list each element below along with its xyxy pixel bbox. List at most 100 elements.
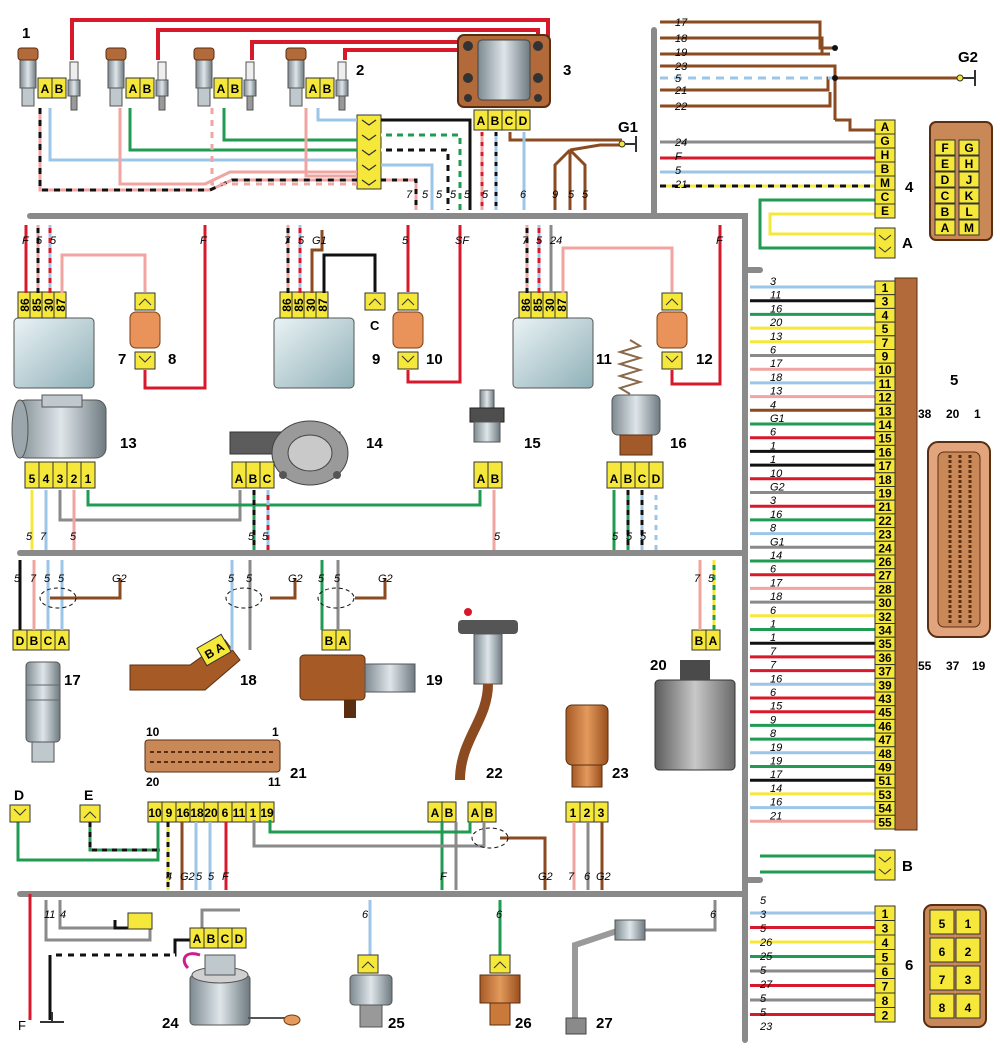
label-d: D [14,787,24,803]
maf-pin-3: 3 [57,472,64,486]
top-bus-wire-label: 5 [568,189,575,201]
label-b: B [902,858,913,875]
connector5-pin-26: 26 [878,555,892,569]
connector6-plug-box [929,965,955,991]
label-25: 25 [388,1015,405,1032]
connector5-wire-label: 16 [770,797,783,809]
oil-pressure-sensor [349,974,393,1028]
connector4-plug-pin-L: L [965,205,972,219]
shield-loop-22 [471,827,509,849]
connector5-pin-34: 34 [878,624,892,638]
tps-pin-B: B [249,472,258,486]
connector6-plug-box [955,937,981,963]
top-bus-wire-label: 5 [482,189,489,201]
conn21-num-10: 10 [146,725,160,739]
connector6-plug-box [929,909,955,935]
diag-pin-16: 16 [176,806,190,820]
top-bus-wire-label: 9 [552,189,558,201]
diag-pin-19: 19 [260,806,274,820]
label-18: 18 [240,672,257,689]
connector4-pin-H: H [881,148,890,162]
mid-bus-wire-label: 7 [40,531,47,543]
fuse-12 [656,292,688,370]
mid-bus-wire-label: 5 [262,531,269,543]
connector6-pin-7: 7 [882,980,889,994]
relay7-pin-87: 87 [54,298,68,312]
top-bus-wire-label: 5 [450,189,457,201]
label-9: 9 [372,351,380,368]
injector4-pin-box [319,77,335,99]
ckp-wire-label: 5 [334,573,341,585]
label-1: 1 [22,25,30,42]
connector6-wire-label: 5 [760,923,767,935]
label-2: 2 [356,62,364,79]
spark-plug [243,61,257,111]
relay7-wire-label: 5 [36,235,43,247]
relay11-pin-85: 85 [531,298,545,312]
injector2-pin-box [139,77,155,99]
connector5-wire-label: 16 [770,673,783,685]
bottom-wire-label: 6 [710,909,717,921]
speed-sensor-22 [455,608,518,781]
connector6-wire-label: 25 [759,951,773,963]
diag-pin-9: 9 [166,806,173,820]
connector4-plug-box [934,219,956,236]
coolant-temp-gauge-sensor [479,974,521,1026]
ground-bottom [40,1012,64,1023]
injector3-pin-box [227,77,243,99]
vss22b-pin-B: B [485,806,494,820]
connector5-wire-label: 6 [770,345,777,357]
connector5-wire-label: 8 [770,523,777,535]
iac-pin-C: C [638,472,647,486]
connector6-plug-pin-2: 2 [965,945,972,959]
top-bus-wire-label: 5 [422,189,429,201]
relay11-wire-label: 7 [522,235,529,247]
injector3-pin-A: A [217,82,226,96]
connector5-wire-label: 13 [770,386,783,398]
connector4-plug-pin-F: F [941,141,948,155]
connector5-wire-label: 1 [770,454,776,466]
connector6-wire-label: 23 [759,1021,773,1033]
connector6-plug-pin-6: 6 [939,945,946,959]
mid-bus-wire-label: 5 [626,531,633,543]
relay9-pin-30: 30 [304,298,318,312]
connector6-plug-pin-7: 7 [939,973,946,987]
pump-pin-C: C [221,932,230,946]
relay9-pin-87: 87 [316,298,330,312]
connector5-pin-1: 1 [882,281,889,295]
connector5-pin-10: 10 [878,363,892,377]
connector6-plug-pin-4: 4 [965,1001,972,1015]
label-27: 27 [596,1015,613,1032]
label-g1: G1 [618,119,638,136]
mid-bus-wire-label: 5 [70,531,77,543]
row3-wires [16,560,716,890]
connector5-pin-32: 32 [878,610,892,624]
shield-loop-18 [225,587,263,609]
g2-bus-wire-label: 17 [675,17,688,29]
connector5-wire-label: 13 [770,331,783,343]
sensor23-wire-label: 7 [568,871,575,883]
connector5-pin-7: 7 [882,336,889,350]
vss22a-pin-B: B [445,806,454,820]
ecu-num-20: 20 [946,407,960,421]
label-a: A [902,235,913,252]
ecu-num-19: 19 [972,659,986,673]
connector4-plug-pin-H: H [965,157,974,171]
injector-wires [38,108,472,210]
g2-bus-wire-label: 21 [674,85,687,97]
oxygen-sensor [25,661,61,763]
tps-pin-A: A [235,472,244,486]
connector6-plug-box [955,909,981,935]
top-bus-wire-label: 5 [436,189,443,201]
connector6-plug-box [955,993,981,1019]
connector6-wire-label: 26 [759,937,773,949]
maf-pin-4: 4 [43,472,50,486]
ops-pin-box [357,954,379,974]
maf-pin-box [80,461,96,489]
relay9-wire-label: G1 [312,235,327,247]
label-e: E [84,787,93,803]
ckp-wire-label: G2 [378,573,393,585]
label-14: 14 [366,435,383,452]
